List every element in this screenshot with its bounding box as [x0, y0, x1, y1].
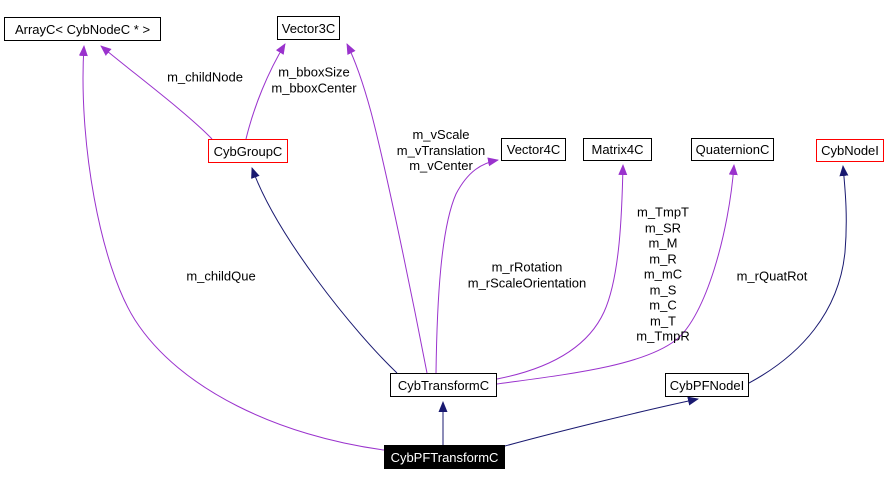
class-node-label: Vector3C	[281, 20, 336, 36]
class-node-label: ArrayC< CybNodeC * >	[14, 21, 151, 37]
class-node-arrayc[interactable]: ArrayC< CybNodeC * >	[4, 17, 161, 41]
edge-label-line: m_vCenter	[409, 157, 473, 173]
edge-cybpftransformc-to-cybpfnodei	[504, 396, 699, 447]
class-node-label: CybGroupC	[213, 143, 283, 159]
edge-label-cybtransformc-to-quaternionc: m_rQuatRot	[737, 268, 808, 284]
edge-label-line: m_mC	[643, 266, 683, 282]
class-node-matrix4c[interactable]: Matrix4C	[583, 138, 652, 161]
class-node-label: CybPFNodeI	[669, 377, 745, 393]
class-node-cybgroupc[interactable]: CybGroupC	[208, 139, 288, 163]
edge-label-line: m_M	[648, 235, 678, 251]
edge-label-line: m_S	[649, 281, 677, 297]
class-node-label: CybNodeI	[821, 143, 879, 158]
edge-label-line: m_rQuatRot	[736, 268, 808, 284]
edge-label-line: m_T	[649, 312, 676, 328]
class-node-label: Vector4C	[506, 142, 561, 157]
class-node-cybpftransformc[interactable]: CybPFTransformC	[384, 445, 505, 469]
edge-cybtransformc-to-matrix4c	[496, 164, 628, 380]
class-node-label: CybTransformC	[397, 377, 490, 393]
class-node-vector4c[interactable]: Vector4C	[501, 138, 566, 161]
edge-label-line: m_childNode	[167, 69, 243, 85]
edge-label-cybgroupc-to-arrayc: m_childNode	[167, 69, 243, 85]
class-node-cybnodei[interactable]: CybNodeI	[816, 139, 884, 162]
class-node-label: Matrix4C	[591, 142, 644, 157]
edge-cybpftransformc-to-arrayc	[78, 45, 385, 451]
class-node-vector3c[interactable]: Vector3C	[277, 16, 340, 40]
class-node-label: QuaternionC	[695, 142, 770, 157]
edge-label-line: m_vScale	[412, 126, 470, 142]
class-node-cybtransformc[interactable]: CybTransformC	[390, 373, 497, 397]
edge-label-line: m_C	[649, 297, 677, 313]
class-node-cybpfnodei[interactable]: CybPFNodeI	[665, 373, 749, 397]
edge-label-line: m_vTranslation	[396, 142, 486, 158]
edge-label-line: m_R	[649, 250, 677, 266]
edge-cybtransformc-to-vector3c	[346, 43, 428, 374]
edge-label-cybpftransformc-to-arrayc: m_childQue	[186, 268, 255, 284]
edge-label-line: m_bboxCenter	[271, 80, 357, 95]
edge-label-line: m_TmpT	[636, 204, 689, 220]
class-node-quaternionc[interactable]: QuaternionC	[691, 138, 774, 161]
edge-cybgroupc-to-arrayc	[100, 45, 213, 140]
edge-cybtransformc-to-vector4c	[435, 157, 499, 374]
edge-cybgroupc-to-vector3c	[245, 43, 286, 140]
edge-label-line: m_bboxSize	[278, 64, 350, 80]
edge-cybpfnodei-to-cybnodei	[748, 165, 849, 384]
edge-cybtransformc-to-cybgroupc	[251, 167, 398, 374]
edge-label-line: m_SR	[644, 219, 682, 235]
edge-cybtransformc-to-quaternionc	[496, 164, 738, 385]
edge-label-line: m_TmpR	[636, 328, 690, 344]
edge-label-line: m_childQue	[186, 268, 256, 284]
edge-label-line: m_rRotation	[491, 259, 563, 275]
edge-label-line: m_rScaleOrientation	[467, 275, 587, 290]
class-node-label: CybPFTransformC	[390, 449, 499, 465]
